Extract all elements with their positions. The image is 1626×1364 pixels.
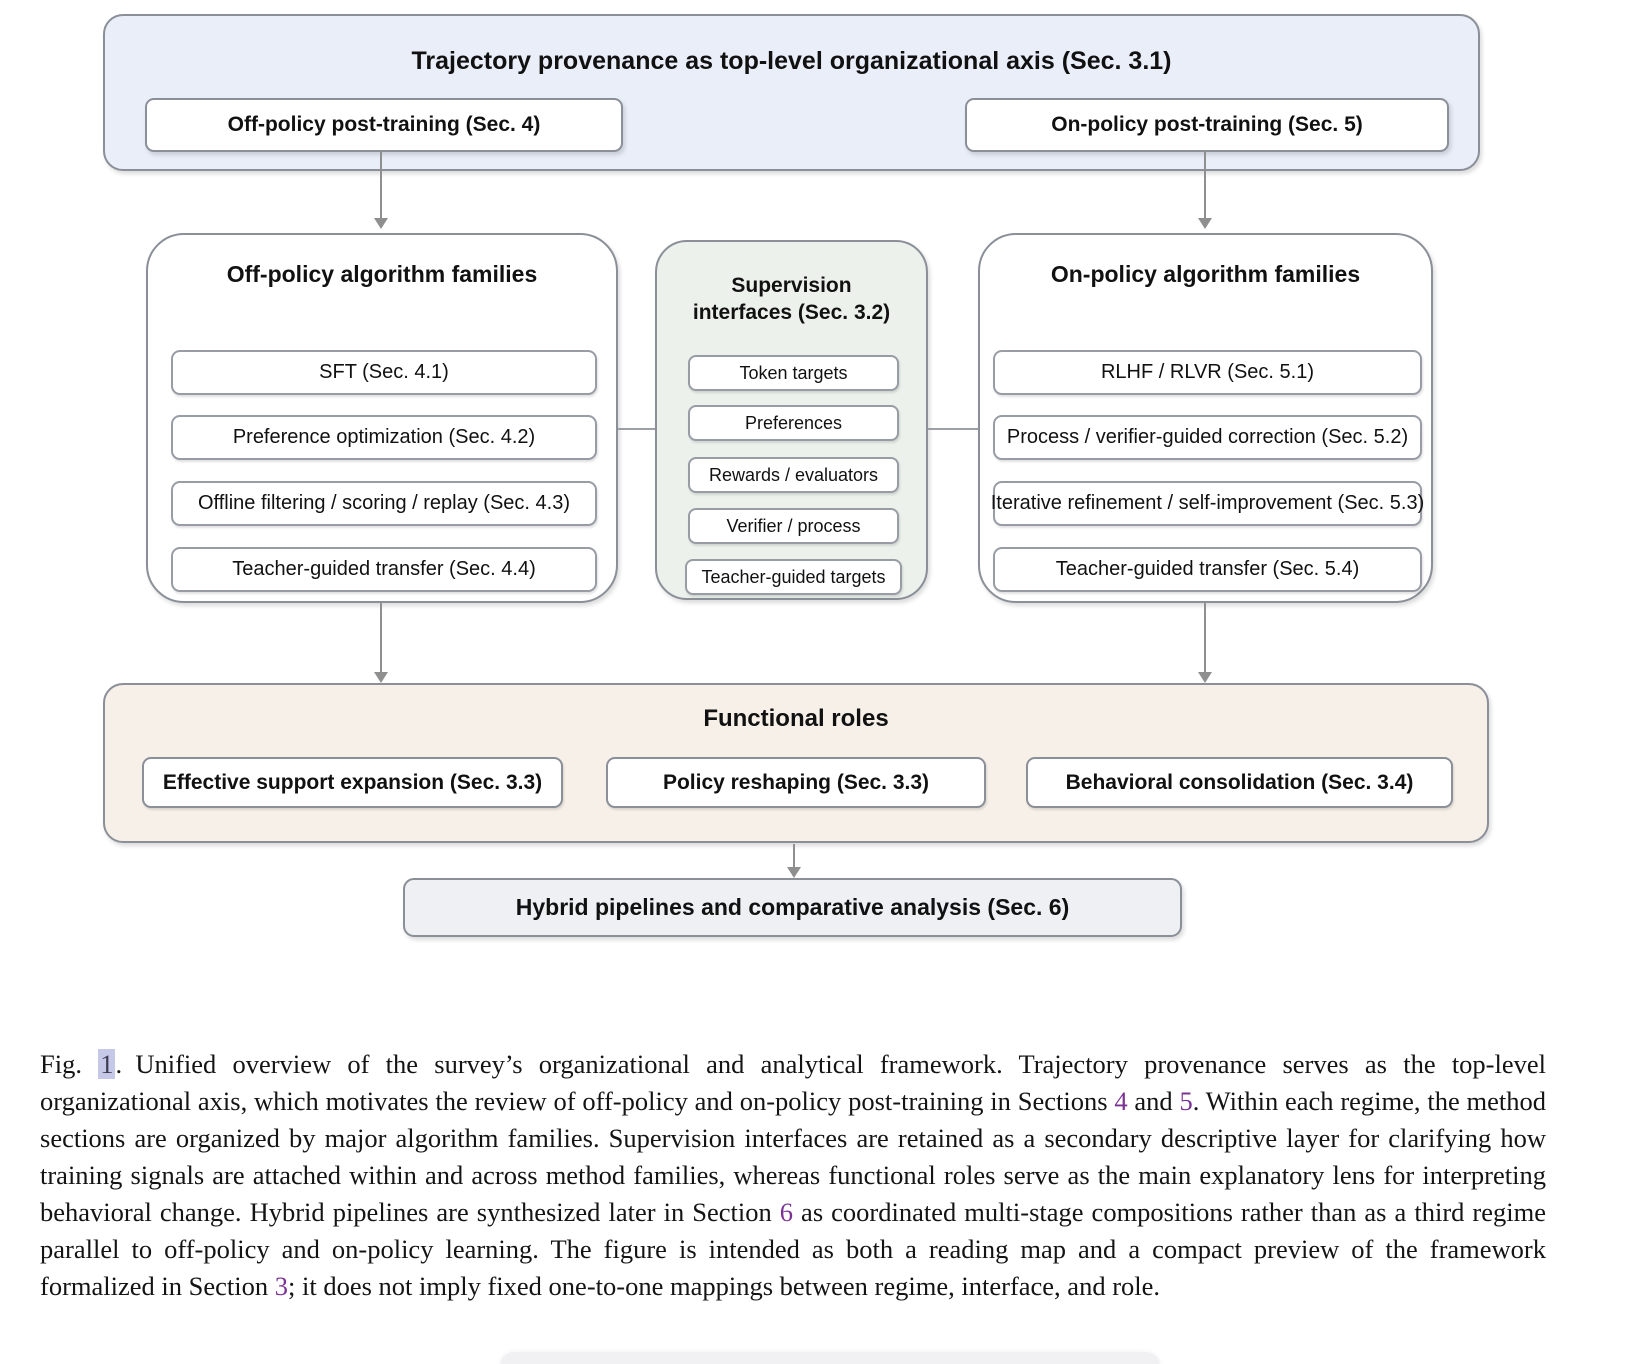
off-policy-item-offline-filtering: Offline filtering / scoring / replay (Se… [171, 481, 597, 526]
on-policy-item-rlhf-rlvr: RLHF / RLVR (Sec. 5.1) [993, 350, 1422, 395]
functional-item-policy-reshaping: Policy reshaping (Sec. 3.3) [606, 757, 986, 808]
off-policy-families-title: Off-policy algorithm families [226, 261, 538, 287]
caption-text-5: ; it does not imply fixed one-to-one map… [288, 1271, 1161, 1301]
caption-text-2: and [1127, 1086, 1180, 1116]
caption-section-3-link[interactable]: 3 [274, 1271, 288, 1301]
off-policy-item-teacher-guided-transfer: Teacher-guided transfer (Sec. 4.4) [171, 547, 597, 592]
off-policy-item-sft: SFT (Sec. 4.1) [171, 350, 597, 395]
on-policy-families-title: On-policy algorithm families [1050, 261, 1361, 287]
supervision-item-rewards-evaluators: Rewards / evaluators [688, 457, 899, 493]
on-policy-item-iterative-refinement: Iterative refinement / self-improvement … [991, 481, 1424, 526]
trajectory-provenance-box: Trajectory provenance as top-level organ… [103, 14, 1480, 171]
arrow-functional-to-hybrid [793, 844, 795, 867]
arrow-on-policy-to-functional-head [1198, 672, 1212, 683]
partial-next-element-bar [500, 1352, 1160, 1364]
functional-item-behavioral-consolidation: Behavioral consolidation (Sec. 3.4) [1026, 757, 1453, 808]
connector-supervision-on-policy [928, 428, 978, 430]
hybrid-pipelines-box: Hybrid pipelines and comparative analysi… [403, 878, 1182, 937]
supervision-interfaces-box: Supervision interfaces (Sec. 3.2) Token … [655, 240, 928, 600]
off-policy-post-training-label: Off-policy post-training (Sec. 4) [227, 113, 541, 136]
hybrid-pipelines-label: Hybrid pipelines and comparative analysi… [515, 894, 1070, 920]
on-policy-post-training-label: On-policy post-training (Sec. 5) [1051, 113, 1363, 136]
caption-section-6-link[interactable]: 6 [779, 1197, 794, 1227]
arrow-off-policy-down [380, 150, 382, 218]
caption-fig-label: Fig. [40, 1049, 99, 1079]
functional-roles-title: Functional roles [703, 705, 889, 732]
functional-roles-box: Functional roles Effective support expan… [103, 683, 1489, 843]
arrow-on-policy-down [1204, 150, 1206, 218]
caption-text-1: . Unified overview of the survey’s organ… [40, 1049, 1547, 1116]
on-policy-post-training-box: On-policy post-training (Sec. 5) [965, 98, 1449, 152]
caption-section-4-link[interactable]: 4 [1114, 1086, 1128, 1116]
off-policy-families-box: Off-policy algorithm families SFT (Sec. … [146, 233, 618, 603]
supervision-interfaces-title: Supervision interfaces (Sec. 3.2) [692, 274, 891, 324]
caption-section-5-link[interactable]: 5 [1179, 1086, 1193, 1116]
on-policy-item-process-verifier-correction: Process / verifier-guided correction (Se… [993, 415, 1422, 460]
arrow-off-policy-down-head [374, 218, 388, 229]
off-policy-post-training-box: Off-policy post-training (Sec. 4) [145, 98, 623, 152]
caption-text-3: . Within each regime, the method section… [40, 1086, 1546, 1227]
trajectory-provenance-title: Trajectory provenance as top-level organ… [411, 47, 1172, 75]
arrow-on-policy-down-head [1198, 218, 1212, 229]
supervision-item-teacher-guided-targets: Teacher-guided targets [685, 559, 902, 595]
arrow-functional-to-hybrid-head [787, 867, 801, 878]
caption-text-4: as coordinated multi-stage compositions … [40, 1197, 1547, 1301]
supervision-item-preferences: Preferences [688, 405, 899, 441]
on-policy-families-box: On-policy algorithm families RLHF / RLVR… [978, 233, 1433, 603]
caption-figure-number-link[interactable]: 1 [98, 1049, 116, 1079]
supervision-item-token-targets: Token targets [688, 355, 899, 391]
connector-off-policy-supervision [618, 428, 655, 430]
arrow-off-policy-to-functional-head [374, 672, 388, 683]
arrow-on-policy-to-functional [1204, 603, 1206, 672]
on-policy-item-teacher-guided-transfer: Teacher-guided transfer (Sec. 5.4) [993, 547, 1422, 592]
arrow-off-policy-to-functional [380, 603, 382, 672]
functional-item-effective-support-expansion: Effective support expansion (Sec. 3.3) [142, 757, 563, 808]
off-policy-item-preference-optimization: Preference optimization (Sec. 4.2) [171, 415, 597, 460]
supervision-item-verifier-process: Verifier / process [688, 508, 899, 544]
figure-caption: Fig. 1. Unified overview of the survey’s… [40, 1046, 1546, 1305]
